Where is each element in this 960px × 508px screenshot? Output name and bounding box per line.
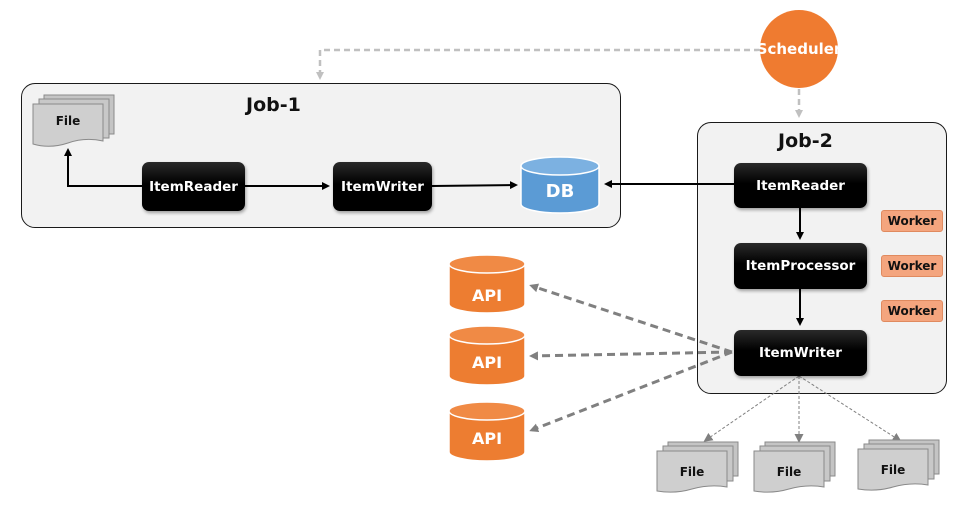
file-stack-icon xyxy=(32,94,115,147)
job1-item-writer: ItemWriter xyxy=(333,162,432,211)
job2-item-processor: ItemProcessor xyxy=(734,243,867,289)
output-file-stack-icon-2 xyxy=(753,441,836,493)
scheduler-to-job1-line xyxy=(316,48,760,80)
reader-to-file-line xyxy=(64,148,142,187)
writer-to-file-1-line xyxy=(703,375,800,442)
api-cylinder-icon-2 xyxy=(448,325,526,386)
output-file-stack-icon-3 xyxy=(857,439,940,491)
writer-to-file-3-line xyxy=(798,375,902,442)
writer-to-api-2-line xyxy=(529,350,733,361)
writer-to-api-3-line xyxy=(529,350,733,433)
api-cylinder-icon-1 xyxy=(448,254,526,314)
job1-item-reader: ItemReader xyxy=(142,162,245,211)
job-2-title: Job-2 xyxy=(778,130,833,152)
worker-badge-3: Worker xyxy=(881,300,943,322)
worker-badge-2: Worker xyxy=(881,255,943,277)
writer-to-api-1-line xyxy=(529,283,733,354)
worker-badge-1: Worker xyxy=(881,210,943,232)
db-cylinder-icon xyxy=(520,156,600,214)
job2-item-writer: ItemWriter xyxy=(734,330,867,376)
scheduler-node: Scheduler xyxy=(757,10,841,88)
writer-to-db-line xyxy=(431,181,518,190)
output-file-stack-icon-1 xyxy=(656,441,739,493)
api-cylinder-icon-3 xyxy=(448,401,526,462)
job-1-title: Job-1 xyxy=(246,94,301,116)
job2-item-reader: ItemReader xyxy=(734,163,867,208)
